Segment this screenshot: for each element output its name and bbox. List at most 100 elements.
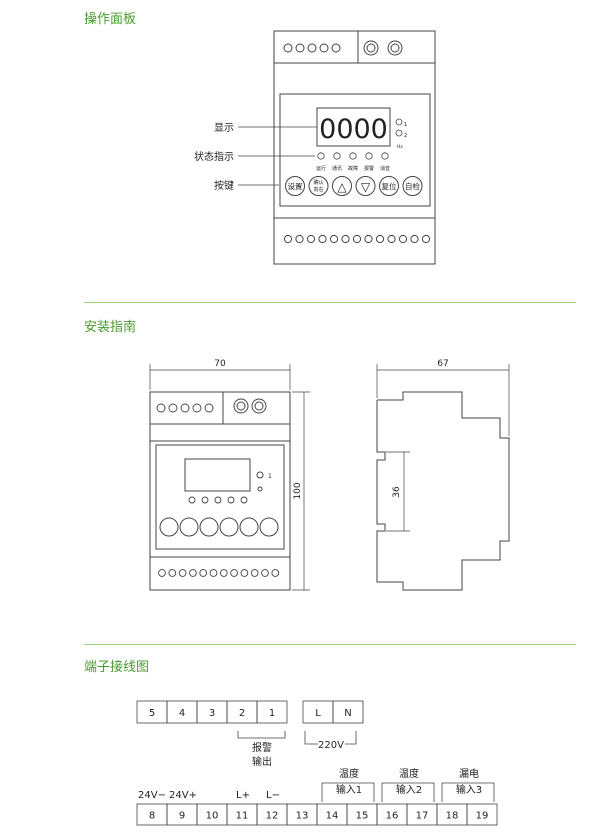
panel-button[interactable] (402, 176, 423, 196)
panel-button[interactable] (355, 176, 376, 196)
status-led (201, 496, 209, 504)
status-led (349, 152, 357, 160)
status-led (381, 152, 389, 160)
terminal-hole (295, 43, 305, 53)
terminal-hole (283, 234, 293, 244)
terminal-number: 12 (266, 811, 279, 822)
terminal-hole (307, 43, 317, 53)
group-label-top: 漏电 (459, 767, 479, 780)
side-led-1-label: 1 (404, 122, 407, 128)
status-led (214, 496, 222, 504)
screw-terminal (387, 40, 403, 56)
install-led-label: 1 (268, 473, 272, 480)
terminal-hole (331, 43, 341, 53)
terminal-hole (283, 43, 293, 53)
panel-button (159, 517, 179, 537)
terminal-label-l-minus: L− (266, 790, 280, 801)
terminal-hole (156, 403, 166, 413)
device-front-view (273, 30, 436, 265)
terminal-number: 17 (416, 811, 429, 822)
terminal-hole (319, 43, 329, 53)
panel-button-label: △ (337, 180, 347, 194)
terminal-hole (295, 234, 304, 244)
panel-button (259, 517, 279, 537)
panel-button (219, 517, 239, 537)
status-led (317, 152, 325, 160)
screw-terminal (363, 40, 379, 56)
terminal-label-l-plus: L+ (236, 790, 250, 801)
group-label-bottom: 输入1 (336, 783, 362, 796)
terminal-hole (364, 234, 373, 244)
terminal-number: N (344, 708, 351, 719)
terminal-label-24v-minus: 24V− (138, 790, 166, 801)
status-led-label: 运行 (316, 165, 326, 172)
terminal-number: 1 (269, 708, 275, 719)
status-led (333, 152, 341, 160)
panel-button-label: 设置 (288, 181, 303, 191)
terminal-cell (256, 700, 288, 724)
terminal-number: 11 (236, 811, 249, 822)
status-led-label: 故障 (348, 165, 358, 172)
status-led-label: 报警 (364, 165, 374, 172)
status-callout: 状态指示 (194, 150, 234, 163)
terminal-hole (341, 234, 350, 244)
dim-front-height: 100 (293, 482, 303, 499)
panel-button[interactable] (285, 176, 305, 196)
terminal-number: 8 (149, 811, 155, 822)
section-title-install: 安装指南 (84, 320, 137, 335)
terminal-number: 15 (356, 811, 369, 822)
terminal-hole (329, 234, 339, 244)
section-divider (84, 302, 576, 303)
terminal-hole (421, 234, 431, 244)
panel-button[interactable] (308, 176, 329, 196)
dim-rail: 36 (392, 486, 402, 498)
group-bracket (321, 782, 375, 802)
group-label-bottom: 输入3 (456, 783, 482, 796)
terminal-number: 3 (209, 708, 215, 719)
display-value: 0000 (319, 114, 388, 145)
alarm-label-2: 输出 (252, 755, 272, 768)
terminal-number: 14 (326, 811, 339, 822)
alarm-label-1: 报警 (252, 741, 272, 754)
terminal-number: 18 (446, 811, 459, 822)
panel-button-label: 自检 (405, 181, 420, 191)
terminal-hole (410, 234, 419, 244)
terminal-number: 19 (476, 811, 489, 822)
terminal-hole (375, 234, 385, 244)
status-led (188, 496, 196, 504)
status-led (240, 496, 248, 504)
terminal-hole (192, 403, 202, 413)
keys-callout: 按键 (214, 179, 234, 192)
terminal-cell (332, 700, 364, 724)
terminal-label-24v-plus: 24V+ (169, 790, 197, 801)
terminal-hole (178, 569, 187, 577)
terminal-hole (168, 403, 178, 413)
status-led-label: 通讯 (332, 165, 342, 172)
section-title-terminal: 端子接线图 (84, 660, 150, 675)
device-front-dimensioned (149, 391, 291, 591)
terminal-hole (306, 234, 316, 244)
terminal-hole (199, 569, 208, 577)
terminal-number: 10 (206, 811, 219, 822)
terminal-hole (158, 569, 166, 577)
terminal-number: 16 (386, 811, 399, 822)
terminal-hole (250, 569, 259, 577)
panel-button-label: 向右 (313, 186, 323, 193)
power-label: 220V (318, 740, 344, 751)
panel-button-label: ▽ (361, 180, 371, 194)
terminal-number: 2 (239, 708, 245, 719)
terminal-number: 5 (149, 708, 155, 719)
panel-button[interactable] (379, 176, 399, 196)
panel-button (199, 517, 219, 537)
terminal-hole (240, 569, 249, 577)
group-label-top: 温度 (339, 767, 359, 780)
terminal-hole (261, 569, 269, 577)
terminal-number: 4 (179, 708, 185, 719)
panel-button[interactable] (332, 176, 352, 196)
side-led-1 (395, 118, 403, 126)
group-bracket (441, 782, 495, 802)
terminal-hole (219, 569, 228, 577)
terminal-hole (352, 234, 362, 244)
status-led (365, 152, 373, 160)
